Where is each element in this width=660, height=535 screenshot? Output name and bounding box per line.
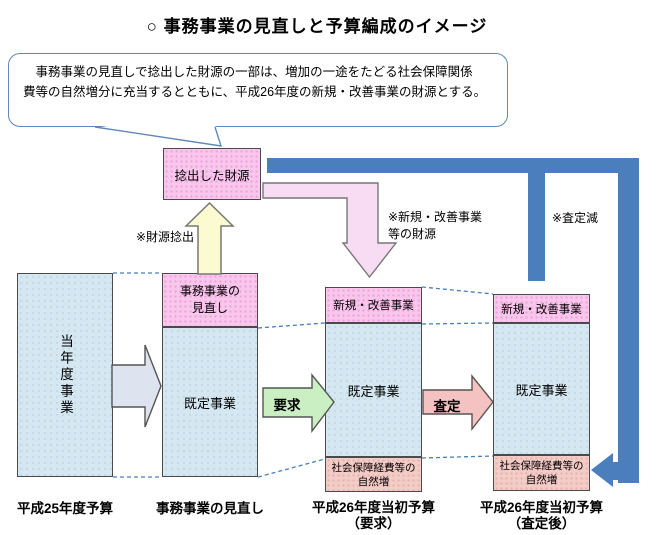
callout-tail: [94, 125, 223, 147]
request-body-box: 既定事業: [325, 323, 422, 457]
assessed-footer-label: 社会保障経費等の 自然増: [499, 460, 584, 486]
new-funds-elbow-arrow: [262, 182, 398, 279]
fund-creation-note: ※財源捻出: [136, 230, 195, 244]
assessed-header-label: 新規・改善事業: [501, 303, 582, 316]
assessed-header-box: 新規・改善事業: [493, 294, 590, 323]
funding-source-box: 捻出した財源: [163, 148, 261, 200]
review-body-label: 既定事業: [183, 395, 236, 411]
request-arrow-label: 要求: [273, 398, 301, 413]
caption-review: 事務事業の見直し: [156, 501, 264, 516]
request-body-label: 既定事業: [347, 383, 400, 399]
request-footer-label: 社会保障経費等の 自然増: [331, 461, 416, 488]
request-header-label: 新規・改善事業: [333, 300, 414, 312]
caption-fy26-assessed: 平成26年度当初予算 （査定後）: [479, 500, 604, 531]
callout-text: 事務事業の見直しで捻出した財源の一部は、増加の一途をたどる社会保障関係 費等の自…: [23, 65, 487, 99]
review-body-box: 既定事業: [162, 327, 258, 477]
page-title: ○ 事務事業の見直しと予算編成のイメージ: [146, 17, 488, 36]
new-improved-funds-note: ※新規・改善事業 等の財源: [388, 210, 483, 241]
current-year-box: 当年度事業: [17, 273, 113, 477]
carry-over-arrow: [111, 344, 162, 428]
assessed-body-label: 既定事業: [515, 382, 568, 398]
funding-source-label: 捻出した財源: [174, 168, 250, 183]
request-footer-box: 社会保障経費等の 自然増: [325, 457, 422, 492]
callout-bubble: 事務事業の見直しで捻出した財源の一部は、増加の一途をたどる社会保障関係 費等の自…: [8, 53, 508, 127]
assessed-body-box: 既定事業: [493, 323, 590, 455]
current-year-label: 当年度事業: [58, 333, 73, 417]
review-header-label: 事務事業の 見直し: [179, 284, 240, 315]
assessment-arrow-label: 査定: [433, 399, 461, 414]
caption-fy25-budget: 平成25年度予算: [16, 501, 114, 516]
request-header-box: 新規・改善事業: [325, 287, 422, 323]
caption-fy26-request: 平成26年度当初予算 （要求）: [311, 500, 436, 531]
assessed-footer-box: 社会保障経費等の 自然増: [493, 455, 590, 491]
assessment-reduction-note: ※査定減: [552, 211, 599, 225]
review-header-box: 事務事業の 見直し: [162, 273, 258, 327]
